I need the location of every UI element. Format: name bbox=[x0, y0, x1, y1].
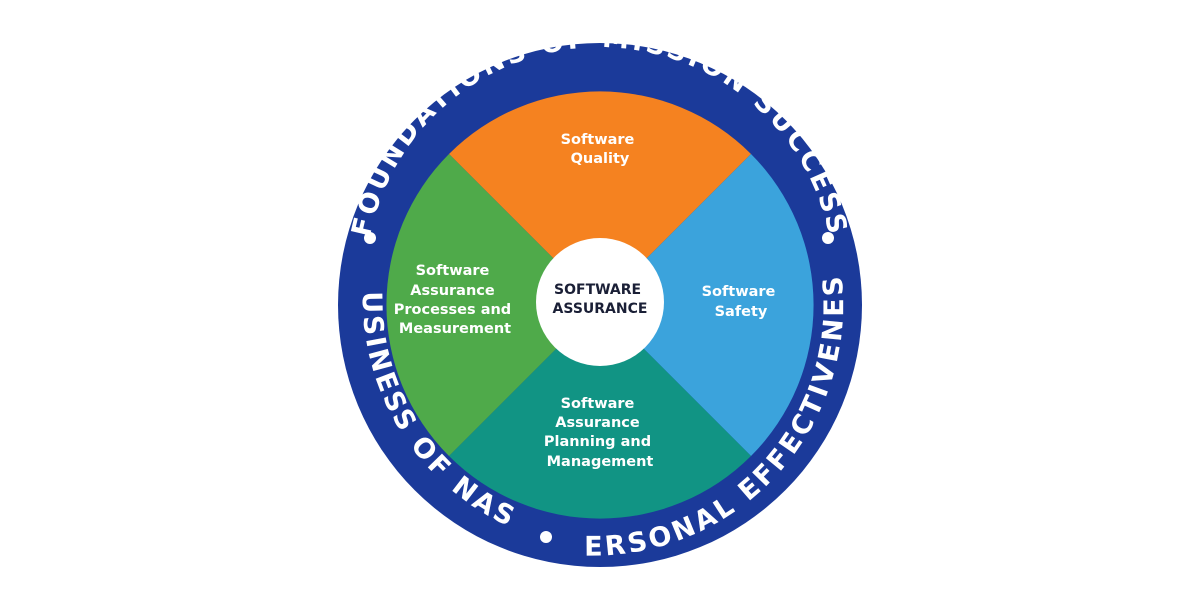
center-circle bbox=[536, 238, 664, 366]
quadrant-left-processes-measurement bbox=[386, 154, 600, 456]
quadrant-bottom-line-4: Management bbox=[547, 454, 654, 470]
quadrant-top-software-quality bbox=[449, 91, 751, 305]
ring-dot-left bbox=[364, 232, 376, 244]
quadrant-top-line-1: Software bbox=[561, 132, 635, 148]
quadrant-top-line-2: Quality bbox=[571, 151, 630, 167]
quadrant-right-label: Software Safety bbox=[702, 284, 781, 320]
quadrant-right-line-2: Safety bbox=[715, 304, 768, 320]
quadrant-left-label: Software Assurance Processes and Measure… bbox=[394, 263, 517, 337]
quadrant-left-line-2: Assurance bbox=[410, 283, 495, 299]
center-label: SOFTWARE ASSURANCE bbox=[553, 282, 648, 317]
quadrant-left-line-4: Measurement bbox=[399, 321, 511, 337]
ring-dot-right bbox=[822, 232, 834, 244]
quadrant-bottom-line-1: Software bbox=[561, 396, 635, 412]
quadrant-right-line-1: Software bbox=[702, 284, 776, 300]
quadrant-bottom-line-2: Assurance bbox=[555, 415, 640, 431]
quadrant-bottom-planning-management bbox=[449, 305, 751, 519]
quadrant-left-line-1: Software bbox=[416, 263, 490, 279]
quadrant-left-line-3: Processes and bbox=[394, 302, 511, 318]
quadrant-bottom-label: Software Assurance Planning and Manageme… bbox=[544, 396, 656, 470]
quadrant-right-software-safety bbox=[600, 154, 814, 456]
center-label-line-2: ASSURANCE bbox=[553, 301, 648, 317]
quadrant-top-label: Software Quality bbox=[561, 132, 640, 167]
ring-dot-bottom bbox=[540, 531, 552, 543]
center-label-line-1: SOFTWARE bbox=[554, 282, 641, 298]
quadrant-bottom-line-3: Planning and bbox=[544, 434, 651, 450]
